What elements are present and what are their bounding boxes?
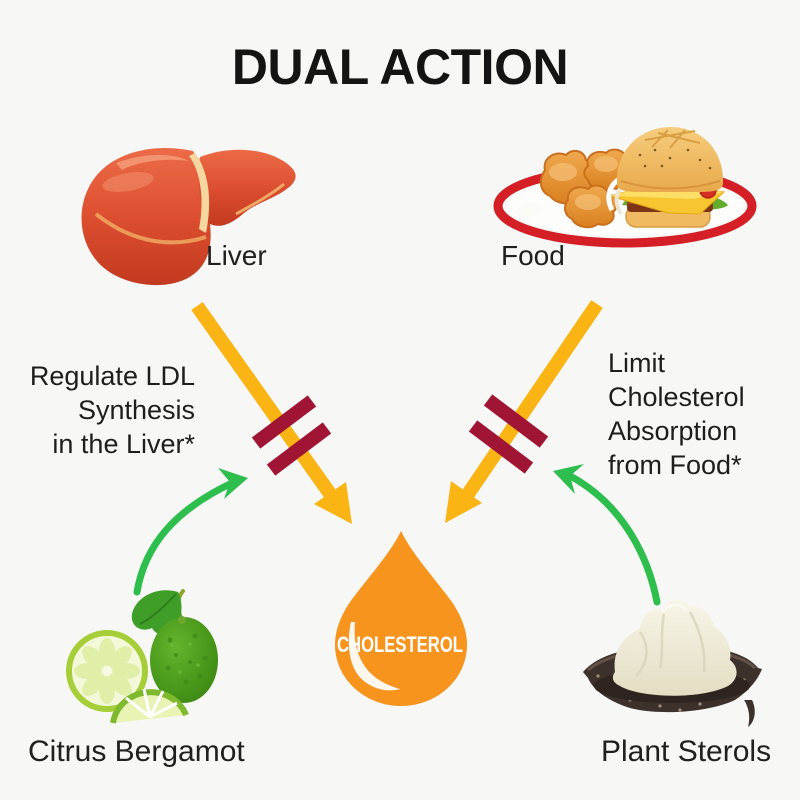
citrus-bergamot-illustration bbox=[66, 589, 218, 724]
food-illustration bbox=[493, 127, 757, 248]
page-title: DUAL ACTION bbox=[231, 39, 569, 95]
citrus-bergamot-label: Citrus Bergamot bbox=[28, 735, 245, 768]
plant-sterols-label: Plant Sterols bbox=[601, 735, 772, 768]
annotation-line: in the Liver* bbox=[52, 429, 195, 459]
annotation-line: Limit bbox=[608, 348, 666, 378]
green-arrow-sterols bbox=[553, 464, 661, 606]
food-label: Food bbox=[501, 240, 565, 271]
annotation-line: Absorption bbox=[608, 416, 738, 446]
yellow-arrow-liver bbox=[191, 301, 352, 524]
annotation-line: from Food* bbox=[608, 450, 742, 480]
block-bars-right bbox=[468, 394, 549, 474]
annotation-line: Regulate LDL bbox=[29, 361, 195, 391]
annotation-line: Synthesis bbox=[77, 395, 195, 425]
green-arrow-citrus bbox=[133, 468, 248, 596]
block-bars-left bbox=[251, 395, 332, 476]
annotation-left: Regulate LDL Synthesis in the Liver* bbox=[18, 359, 195, 461]
liver-illustration bbox=[81, 147, 296, 286]
annotation-line: Cholesterol bbox=[608, 382, 745, 412]
annotation-right: Limit Cholesterol Absorption from Food* bbox=[608, 346, 745, 482]
cholesterol-droplet: CHOLESTEROL bbox=[335, 531, 467, 706]
yellow-arrow-food bbox=[445, 300, 603, 523]
cholesterol-label: CHOLESTEROL bbox=[337, 632, 463, 657]
liver-label: Liver bbox=[206, 240, 267, 271]
plant-sterols-illustration bbox=[583, 600, 762, 727]
